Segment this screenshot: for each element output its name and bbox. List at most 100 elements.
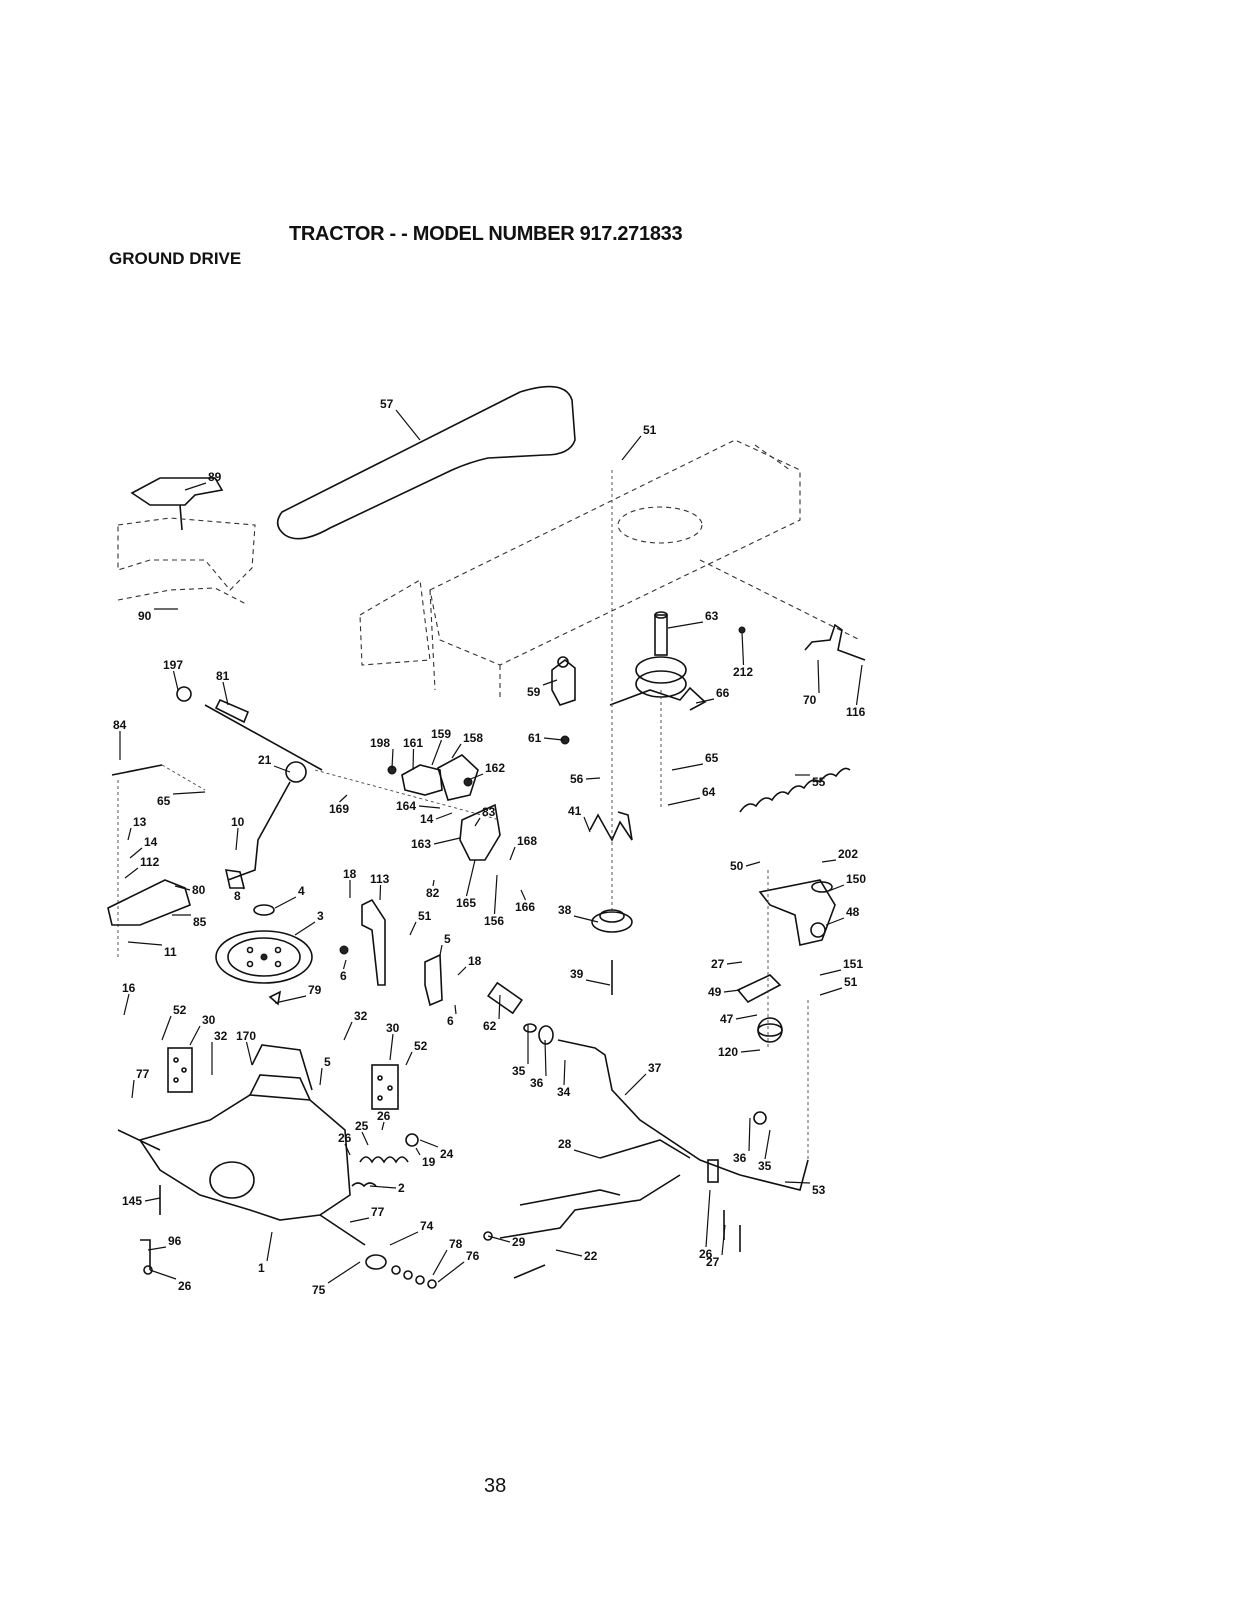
transaxle-pulley [215,904,313,1006]
part-callout-76: 76 [466,1249,480,1263]
leader-line-78 [432,1249,448,1276]
part-callout-75: 75 [312,1283,326,1297]
leader-line-66 [695,698,715,704]
part-callout-212: 212 [733,665,753,679]
part-callout-197: 197 [163,658,183,672]
part-callout-77: 77 [371,1205,385,1219]
part-callout-14: 14 [144,835,158,849]
part-callout-38: 38 [558,903,572,917]
leader-line-161 [412,748,415,771]
leader-line-158 [451,743,462,759]
leader-line-51 [819,987,843,996]
leader-line-64 [667,797,701,806]
leader-line-51 [621,435,642,461]
page-title: TRACTOR - - MODEL NUMBER 917.271833 [289,223,683,245]
leader-line-1 [266,1231,273,1262]
part-callout-166: 166 [515,900,535,914]
wire-rods [589,470,707,910]
part-callout-41: 41 [568,804,582,818]
leader-line-198 [391,748,394,769]
part-callout-62: 62 [483,1019,497,1033]
leader-line-77 [349,1217,370,1223]
page-number: 38 [484,1475,507,1497]
leader-line-3 [294,921,316,936]
part-callout-145: 145 [122,1194,142,1208]
leader-line-16 [123,993,130,1016]
leader-line-26 [381,1121,385,1131]
leader-line-116 [855,664,863,706]
leader-line-164 [418,805,441,809]
idler-bracket-assembly [314,754,501,861]
mounting-brackets [339,898,443,1007]
part-callout-165: 165 [456,896,476,910]
part-callout-5: 5 [444,932,451,946]
part-callout-96: 96 [168,1234,182,1248]
part-callout-26: 26 [377,1109,391,1123]
part-callout-159: 159 [431,727,451,741]
part-callout-50: 50 [730,859,744,873]
leader-line-8 [242,887,245,890]
part-callout-82: 82 [426,886,440,900]
part-callout-51: 51 [643,423,657,437]
leader-line-170 [245,1041,253,1066]
part-callout-14: 14 [420,812,434,826]
leader-line-165 [465,859,476,897]
part-callout-1: 1 [258,1261,265,1275]
idler-pulley [591,909,633,995]
leader-line-5 [439,944,443,956]
leader-line-26 [344,1143,351,1156]
springs [351,1133,419,1188]
part-callout-89: 89 [208,470,222,484]
leader-line-50 [745,861,761,867]
leader-line-35 [764,1129,771,1160]
leader-line-26 [705,1189,711,1248]
tension-spring [739,767,851,813]
leader-line-48 [825,917,845,926]
leader-line-32 [343,1021,353,1041]
part-callout-3: 3 [317,909,324,923]
part-callout-116: 116 [846,705,866,719]
part-callout-202: 202 [838,847,858,861]
leader-line-212 [741,631,745,666]
leader-line-63 [667,621,704,629]
part-callout-22: 22 [584,1249,598,1263]
leader-line-37 [624,1073,647,1096]
leader-line-81 [222,681,229,706]
brake-bracket [107,879,191,926]
leader-line-24 [419,1139,439,1148]
leader-line-29 [487,1235,511,1243]
idler-arm-bracket [551,656,576,745]
leader-line-30 [389,1033,394,1061]
part-callout-55: 55 [812,775,826,789]
leader-line-34 [563,1059,566,1086]
leader-line-159 [431,739,443,766]
leader-line-62 [498,994,501,1020]
leader-line-76 [437,1261,465,1283]
part-callout-51: 51 [418,909,432,923]
part-callout-150: 150 [846,872,866,886]
leader-line-14 [129,847,143,859]
leader-line-38 [573,915,599,923]
leader-line-65 [172,791,206,795]
part-callout-168: 168 [517,834,537,848]
leader-line-52 [161,1015,172,1041]
part-callout-26: 26 [178,1279,192,1293]
part-callout-24: 24 [440,1147,454,1161]
part-callout-37: 37 [648,1061,662,1075]
leader-line-27 [721,1224,726,1256]
part-callout-5: 5 [324,1055,331,1069]
part-callout-39: 39 [570,967,584,981]
part-callout-90: 90 [138,609,152,623]
part-callout-19: 19 [422,1155,436,1169]
part-callout-35: 35 [512,1064,526,1078]
shift-shaft [176,686,323,771]
part-callout-163: 163 [411,837,431,851]
engine-pulley-spindle [635,611,687,810]
leader-line-52 [405,1051,413,1066]
part-callout-52: 52 [173,1003,187,1017]
part-callout-53: 53 [812,1183,826,1197]
part-callout-28: 28 [558,1137,572,1151]
leader-line-120 [740,1049,761,1053]
